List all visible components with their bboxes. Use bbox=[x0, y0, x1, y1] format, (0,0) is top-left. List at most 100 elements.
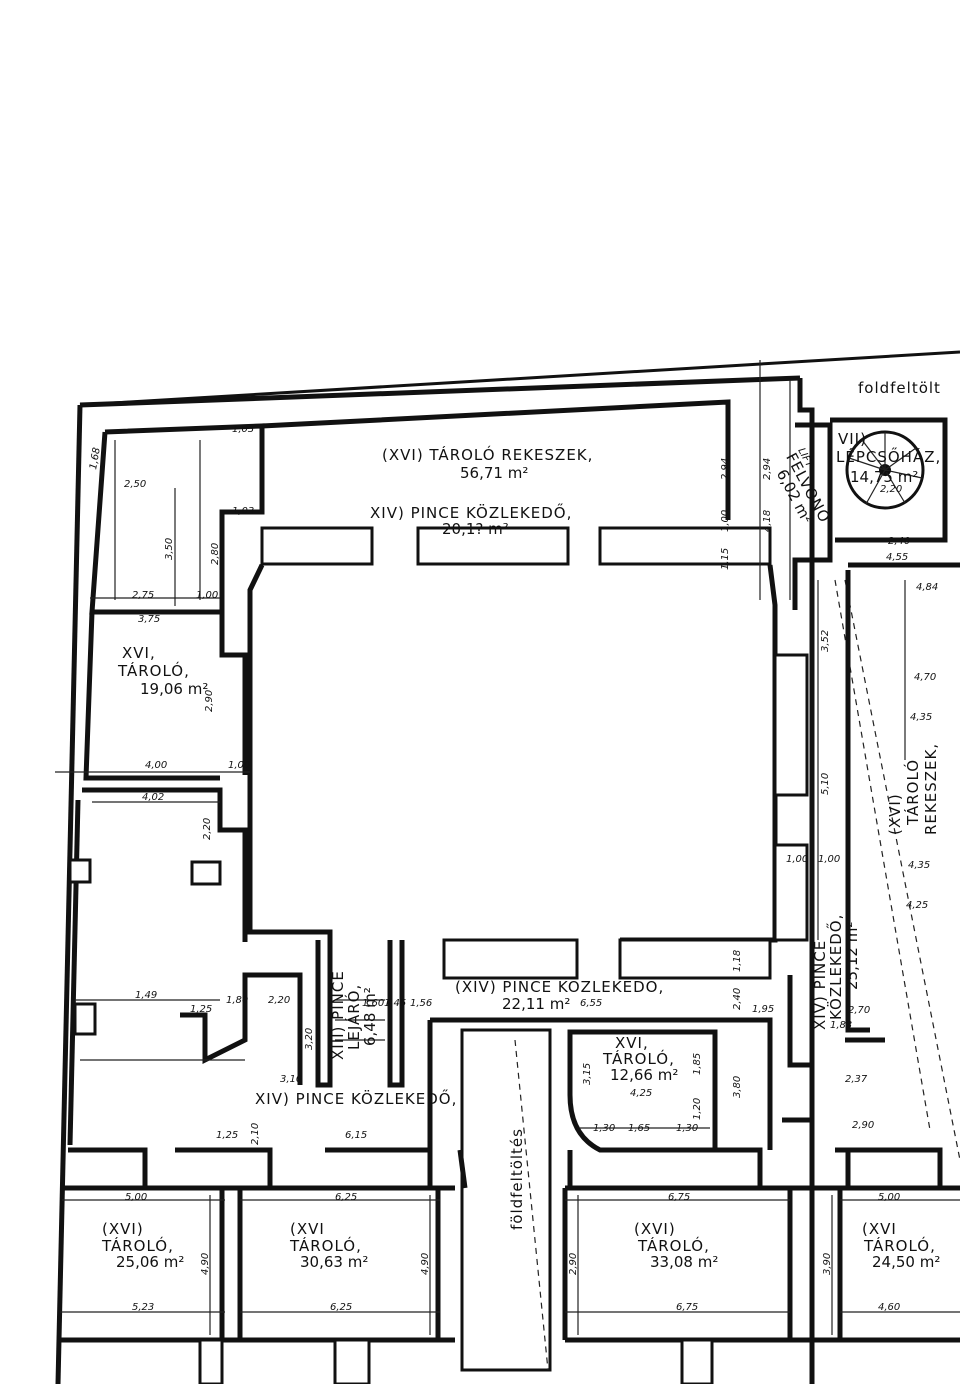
dim-label: 2,20 bbox=[880, 484, 902, 495]
dim-label: 2,20 bbox=[202, 818, 213, 840]
fill-label: foldfeltölt bbox=[858, 379, 941, 397]
room-label-tarolo-3: (XVI) TÁROLÓ, 25,06 m² bbox=[101, 1220, 184, 1271]
walls-left-column bbox=[67, 611, 303, 1146]
dim-label: 1,25 bbox=[190, 1004, 212, 1015]
dim-label: 1,80 bbox=[226, 995, 248, 1006]
room-label-lepcsohaz: VII) LÉPCSŐHÁZ, 14,75 m² bbox=[836, 430, 940, 486]
svg-text:TÁROLÓ,: TÁROLÓ, bbox=[863, 1236, 936, 1255]
dim-label: 6,25 bbox=[335, 1192, 357, 1203]
svg-text:TÁROLÓ,: TÁROLÓ, bbox=[637, 1236, 710, 1255]
svg-text:REKESZEK,: REKESZEK, bbox=[922, 743, 940, 835]
dim-label: 2,94 bbox=[762, 458, 773, 480]
svg-text:XIV) PINCE KÖZLEKEDŐ,: XIV) PINCE KÖZLEKEDŐ, bbox=[370, 502, 572, 522]
dim-label: 1,95 bbox=[752, 1004, 774, 1015]
dim-label: 2,37 bbox=[845, 1074, 868, 1085]
walls-right-column bbox=[834, 570, 960, 1188]
svg-text:22,11 m²: 22,11 m² bbox=[502, 995, 570, 1013]
dim-label: 1,30 bbox=[593, 1123, 615, 1134]
dim-label: 4,02 bbox=[142, 792, 164, 803]
svg-text:VII): VII) bbox=[838, 430, 867, 448]
dim-label: 2,94 bbox=[720, 458, 731, 480]
svg-text:(XVI): (XVI) bbox=[634, 1220, 676, 1238]
dim-label: 5,10 bbox=[820, 773, 831, 795]
dim-label: 4,90 bbox=[420, 1253, 431, 1275]
dim-label: 1,85 bbox=[692, 1053, 703, 1075]
svg-text:KÖZLEKEDŐ,: KÖZLEKEDŐ, bbox=[825, 914, 845, 1020]
room-label-pince-kozlekedo-low: XIV) PINCE KÖZLEKEDŐ, bbox=[255, 1088, 457, 1108]
svg-text:33,08 m²: 33,08 m² bbox=[650, 1253, 718, 1271]
dim-label: 3,90 bbox=[822, 1253, 833, 1275]
svg-text:25,06 m²: 25,06 m² bbox=[116, 1253, 184, 1271]
dim-label: 3,20 bbox=[304, 1028, 315, 1050]
dim-label: 2,90 bbox=[852, 1120, 874, 1131]
dim-label: 3,52 bbox=[820, 630, 831, 652]
svg-text:(XVI: (XVI bbox=[862, 1220, 897, 1238]
dim-label: 6,75 bbox=[668, 1192, 690, 1203]
dim-label: 4,00 bbox=[145, 760, 167, 771]
dim-label: 3,75 bbox=[138, 614, 160, 625]
dim-label: 1,68 bbox=[88, 447, 103, 471]
dim-label: 3,10 bbox=[280, 1074, 302, 1085]
dim-label: 1,03 bbox=[232, 506, 254, 517]
corridor-top-piers bbox=[260, 526, 772, 566]
room-label-tarolo-6: (XVI) TÁROLÓ, 33,08 m² bbox=[634, 1220, 718, 1271]
dim-label: 5,00 bbox=[125, 1192, 147, 1203]
courtyard-outline bbox=[247, 563, 809, 943]
dim-label: 1,56 bbox=[410, 998, 432, 1009]
dim-label: 1,45 bbox=[384, 998, 406, 1009]
dim-label: 1,20 bbox=[692, 1098, 703, 1120]
svg-text:6,48 m²: 6,48 m² bbox=[361, 987, 379, 1046]
dim-label: 2,70 bbox=[848, 1005, 870, 1016]
dim-label: 4,90 bbox=[200, 1253, 211, 1275]
svg-text:(XVI): (XVI) bbox=[102, 1220, 144, 1238]
dim-label: 3,15 bbox=[582, 1063, 593, 1085]
dim-label: 1,00 bbox=[228, 760, 250, 771]
walls-middle-lower bbox=[427, 975, 885, 1372]
dim-label: 1,18 bbox=[732, 950, 743, 972]
svg-text:TÁROLÓ,: TÁROLÓ, bbox=[101, 1236, 174, 1255]
dimension-labels: 1,03 1,03 2,50 1,68 3,50 2,80 2,75 3,75 … bbox=[88, 424, 938, 1313]
room-label-tarolo-rekeszek-top: (XVI) TÁROLÓ REKESZEK, 56,71 m² bbox=[382, 445, 593, 482]
dim-label: 1,25 bbox=[216, 1130, 238, 1141]
svg-text:14,75 m²: 14,75 m² bbox=[850, 468, 918, 486]
room-label-tarolo-mid: XVI, TÁROLÓ, 12,66 m² bbox=[602, 1034, 678, 1084]
svg-text:XVI,: XVI, bbox=[615, 1034, 649, 1052]
dim-label: 6,25 bbox=[330, 1302, 352, 1313]
room-label-pince-kozlekedo-right: XIV) PINCE KÖZLEKEDŐ, 25,12 m² bbox=[811, 914, 861, 1030]
dimension-lines bbox=[55, 360, 960, 1371]
dim-label: 5,23 bbox=[132, 1302, 154, 1313]
dim-label: 2,90 bbox=[204, 690, 215, 712]
dim-label: 1,03 bbox=[232, 424, 254, 435]
outer-walls bbox=[55, 375, 815, 1384]
basement-stair bbox=[315, 940, 405, 1088]
svg-text:LEJÁRÓ,: LEJÁRÓ, bbox=[344, 984, 363, 1050]
dim-label: 4,55 bbox=[886, 552, 908, 563]
dim-label: 2,50 bbox=[124, 479, 146, 490]
svg-text:TÁROLÓ: TÁROLÓ bbox=[903, 759, 922, 826]
dim-label: 2,40 bbox=[732, 988, 743, 1010]
dim-label: 6,75 bbox=[676, 1302, 698, 1313]
dim-label: 1,49 bbox=[135, 990, 157, 1001]
walls-lower-row bbox=[60, 1117, 960, 1384]
dim-label: 3,50 bbox=[164, 538, 175, 560]
dim-label: 4,70 bbox=[914, 672, 936, 683]
dim-label: 4,35 bbox=[910, 712, 932, 723]
dim-label: 1,00 bbox=[720, 510, 731, 532]
svg-text:(XVI: (XVI bbox=[290, 1220, 325, 1238]
svg-text:20,1? m²: 20,1? m² bbox=[442, 520, 509, 538]
svg-text:19,06 m²: 19,06 m² bbox=[140, 680, 208, 698]
svg-text:XIV) PINCE KÖZLEKEDŐ,: XIV) PINCE KÖZLEKEDŐ, bbox=[255, 1088, 457, 1108]
svg-text:30,63 m²: 30,63 m² bbox=[300, 1253, 368, 1271]
svg-text:24,50 m²: 24,50 m² bbox=[872, 1253, 940, 1271]
svg-text:XIII) PINCE: XIII) PINCE bbox=[329, 970, 347, 1060]
dim-label: 3,80 bbox=[732, 1076, 743, 1098]
svg-text:(XVI) TÁROLÓ REKESZEK,: (XVI) TÁROLÓ REKESZEK, bbox=[382, 445, 593, 464]
staircase bbox=[792, 417, 960, 610]
room-label-tarolo-4: (XVI TÁROLÓ, 30,63 m² bbox=[289, 1220, 368, 1271]
dim-label: 2,75 bbox=[132, 590, 154, 601]
dim-label: 2,10 bbox=[250, 1123, 261, 1145]
dim-label: 4,25 bbox=[906, 900, 928, 911]
dim-label: 1,65 bbox=[628, 1123, 650, 1134]
dim-label: 4,60 bbox=[878, 1302, 900, 1313]
